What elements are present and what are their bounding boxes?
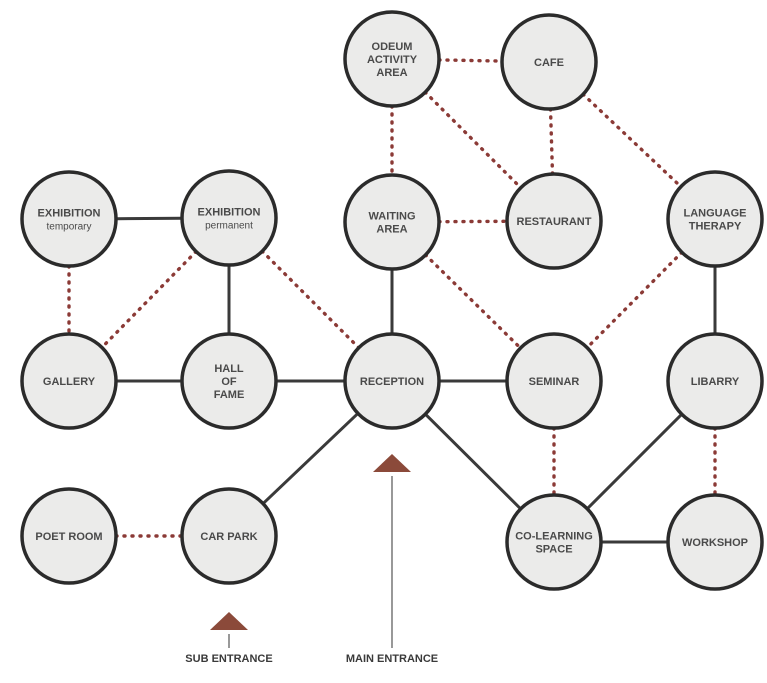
node-circle-language-therapy [666,170,764,268]
node-circle-waiting-area [343,173,441,271]
link-libarry-co-learning-space [586,413,683,510]
sub-entrance-marker: SUB ENTRANCE [185,612,273,665]
node-libarry: LIBARRY [666,332,764,430]
link-reception-co-learning-space [424,413,522,510]
link-cafe-language-therapy [581,92,683,189]
node-label-language-therapy: THERAPY [689,221,742,233]
node-label-gallery: GALLERY [43,376,96,388]
entrances-layer: SUB ENTRANCE MAIN ENTRANCE [185,454,438,665]
node-label-co-learning-space: CO-LEARNING [515,531,593,543]
node-label-cafe: CAFE [534,57,564,69]
node-restaurant: RESTAURANT [505,172,603,270]
link-waiting-area-seminar [423,253,523,350]
node-workshop: WORKSHOP [666,493,764,591]
link-language-therapy-seminar [585,250,684,350]
node-label-waiting-area: AREA [376,224,407,236]
node-label-exhibition-temporary: EXHIBITION [38,208,101,220]
link-odeum-cafe [437,58,504,63]
node-exhibition-permanent: EXHIBITION permanent [180,169,278,267]
main-entrance-label: MAIN ENTRANCE [346,653,438,665]
node-exhibition-temporary: EXHIBITION temporary [20,170,118,268]
node-circle-hall-of-fame [180,332,278,430]
node-label-odeum: ACTIVITY [367,54,418,66]
node-circle-libarry [666,332,764,430]
node-circle-reception [343,332,441,430]
main-entrance-marker: MAIN ENTRANCE [346,454,438,665]
node-circle-exhibition-temporary [20,170,118,268]
node-circle-exhibition-permanent [180,169,278,267]
node-label-reception: RECEPTION [360,376,424,388]
node-label-hall-of-fame: FAME [214,389,245,401]
node-poet-room: POET ROOM [20,487,118,585]
node-label-restaurant: RESTAURANT [517,216,592,228]
node-circle-restaurant [505,172,603,270]
node-label-poet-room: POET ROOM [35,531,102,543]
node-seminar: SEMINAR [505,332,603,430]
node-label-car-park: CAR PARK [200,531,257,543]
node-circle-cafe [500,13,598,111]
node-label-hall-of-fame: OF [221,376,237,388]
node-label-waiting-area: WAITING [368,211,415,223]
node-label-libarry: LIBARRY [691,376,740,388]
link-reception-car-park [262,412,359,505]
node-label-hall-of-fame: HALL [214,363,244,375]
node-circle-gallery [20,332,118,430]
node-label-co-learning-space: SPACE [535,544,572,556]
node-label-exhibition-permanent: permanent [205,221,253,232]
sub-entrance-arrow-icon [210,612,248,630]
main-entrance-arrow-icon [373,454,411,472]
sub-entrance-label: SUB ENTRANCE [185,653,272,665]
link-exhibition-permanent-gallery [100,249,198,350]
nodes-layer: ODEUMACTIVITYAREACAFEEXHIBITIONtemporary… [20,10,764,591]
node-label-odeum: ODEUM [372,41,413,53]
node-label-odeum: AREA [376,67,407,79]
links-layer [67,58,717,544]
node-circle-seminar [505,332,603,430]
node-circle-car-park [180,487,278,585]
node-label-exhibition-temporary: temporary [46,222,91,233]
node-circle-odeum [343,10,441,108]
link-cafe-restaurant [548,107,555,176]
node-car-park: CAR PARK [180,487,278,585]
node-circle-poet-room [20,487,118,585]
node-reception: RECEPTION [343,332,441,430]
node-gallery: GALLERY [20,332,118,430]
link-odeum-restaurant [423,90,523,190]
node-label-seminar: SEMINAR [529,376,580,388]
node-label-language-therapy: LANGUAGE [684,208,747,220]
node-label-workshop: WORKSHOP [682,537,748,549]
node-circle-co-learning-space [505,493,603,591]
node-circle-workshop [666,493,764,591]
node-label-exhibition-permanent: EXHIBITION [198,207,261,219]
node-cafe: CAFE [500,13,598,111]
link-exhibition-permanent-reception [260,249,361,350]
